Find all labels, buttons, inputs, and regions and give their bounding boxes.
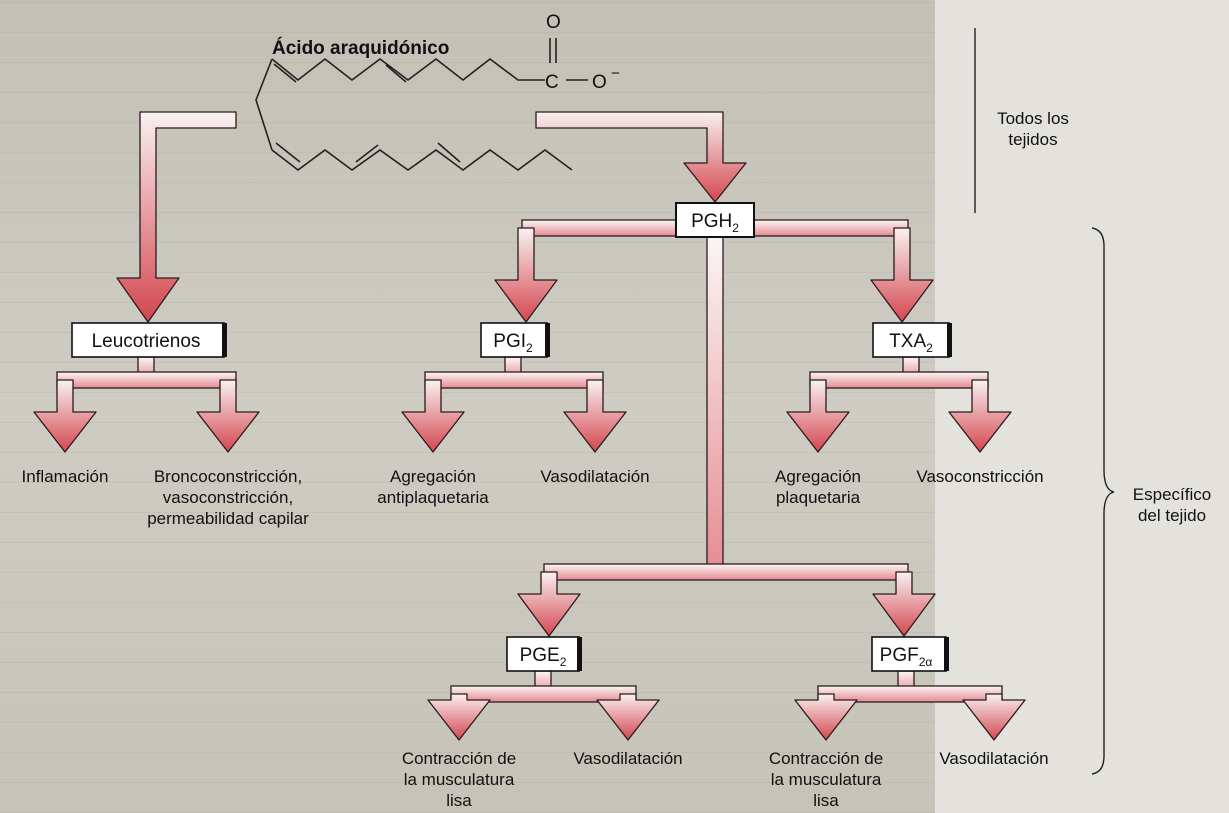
tissue-specific-label: Específico del tejido	[1133, 485, 1211, 525]
svg-text:PGF2α: PGF2α	[880, 645, 933, 669]
upper-double-bond	[273, 63, 297, 83]
pgi2-fork-right-arrow	[563, 379, 627, 453]
pgh2-subscript: 2	[732, 221, 739, 235]
effect-vasoconstriccion: Vasoconstricción	[916, 467, 1043, 486]
pgi2-label: PGI	[493, 331, 526, 352]
effect-vasodilatacion-pgi2: Vasodilatación	[540, 467, 649, 486]
caption-line: Agregación	[390, 467, 476, 486]
leucotrienos-fork-left-arrow	[33, 379, 97, 453]
pathway-connectors	[33, 111, 1026, 741]
pge2-subscript: 2	[560, 655, 567, 669]
leucotrienos-fork-right-arrow	[196, 379, 260, 453]
molecule-title: Ácido araquidónico	[272, 37, 449, 59]
caption-line: lisa	[813, 791, 839, 810]
txa2-subscript: 2	[926, 341, 933, 355]
acid-upper-chain	[271, 57, 545, 82]
caption-line: Vasodilatación	[573, 749, 682, 768]
pge2-fork-left-arrow	[427, 693, 491, 741]
lower-double-bond-2	[355, 144, 379, 163]
effect-inflamacion: Inflamación	[22, 467, 109, 486]
caption-line: Vasoconstricción	[916, 467, 1043, 486]
pgi2-fork-left-arrow	[401, 379, 465, 453]
effect-agregacion-plaquetaria: Agregación plaquetaria	[775, 467, 861, 507]
pgf2a-label: PGF	[880, 645, 919, 666]
pgh2-label: PGH	[691, 211, 732, 232]
acid-to-pgh2-arrow	[535, 111, 747, 203]
pgi2-fork-bar	[424, 371, 604, 389]
charge-sign: −	[611, 65, 620, 82]
caption-line: Vasodilatación	[540, 467, 649, 486]
caption-line: tejidos	[1008, 130, 1057, 149]
tissue-specific-brace	[1091, 227, 1115, 775]
caption-line: permeabilidad capilar	[147, 509, 309, 528]
leucotrienos-fork-bar	[56, 371, 237, 389]
pgh2-node: PGH2	[675, 202, 755, 238]
carbonyl-oxygen-label: O	[546, 12, 561, 33]
pgi2-node: PGI2	[480, 322, 550, 358]
svg-text:PGI2: PGI2	[493, 331, 533, 355]
caption-line: antiplaquetaria	[377, 488, 489, 507]
pgf2a-subscript: 2α	[919, 655, 933, 669]
pgf2a-fork-right-arrow	[962, 693, 1026, 741]
leucotrienos-node: Leucotrienos	[71, 322, 227, 358]
effect-broncoconstriccion: Broncoconstricción, vasoconstricción, perm…	[147, 467, 309, 528]
trunk-to-pge2-arrow	[517, 571, 581, 637]
carboxyl-carbon-label: C	[545, 72, 559, 93]
caption-line: Agregación	[775, 467, 861, 486]
txa2-fork-right-arrow	[948, 379, 1012, 453]
pgf2a-fork-left-arrow	[794, 693, 858, 741]
lower-double-bond-3	[437, 142, 461, 163]
pge2-fork-right-arrow	[596, 693, 660, 741]
caption-line: vasoconstricción,	[163, 488, 293, 507]
effect-vasodilatacion-pgf2a: Vasodilatación	[939, 749, 1048, 768]
caption-line: la musculatura	[771, 770, 882, 789]
txa2-node: TXA2	[872, 322, 952, 358]
txa2-label: TXA	[889, 331, 926, 352]
upper-double-bond-2	[385, 64, 407, 83]
caption-line: lisa	[446, 791, 472, 810]
effect-contraccion-pgf2a: Contracción de la musculatura lisa	[769, 749, 883, 810]
leucotrienos-label: Leucotrienos	[92, 331, 201, 352]
effect-contraccion-pge2: Contracción de la musculatura lisa	[402, 749, 516, 810]
lower-double-bond	[275, 142, 301, 163]
effect-agregacion-antiplaquetaria: Agregación antiplaquetaria	[377, 467, 489, 507]
caption-line: del tejido	[1138, 506, 1206, 525]
svg-text:PGE2: PGE2	[520, 645, 567, 669]
pgh2-trunk	[706, 235, 724, 573]
caption-line: Contracción de	[402, 749, 516, 768]
caption-line: plaquetaria	[776, 488, 861, 507]
lower-branch-bar	[543, 563, 909, 581]
pgi2-subscript: 2	[526, 341, 533, 355]
caption-line: Inflamación	[22, 467, 109, 486]
txa2-fork-bar	[809, 371, 989, 389]
caption-line: Todos los	[997, 109, 1069, 128]
caption-line: Específico	[1133, 485, 1211, 504]
acid-to-leucotrienos-arrow	[116, 111, 237, 323]
pge2-node: PGE2	[506, 636, 582, 672]
pgf2a-node: PGF2α	[871, 636, 949, 672]
pgh2-to-pgi2-arrow	[494, 227, 558, 323]
anion-oxygen-label: O	[592, 72, 607, 93]
trunk-to-pgf2a-arrow	[872, 571, 936, 637]
acid-lower-chain	[271, 149, 573, 172]
caption-line: Contracción de	[769, 749, 883, 768]
pge2-label: PGE	[520, 645, 560, 666]
acid-curve	[255, 58, 273, 151]
svg-text:PGH2: PGH2	[691, 211, 739, 235]
effect-vasodilatacion-pge2: Vasodilatación	[573, 749, 682, 768]
caption-line: la musculatura	[404, 770, 515, 789]
all-tissues-label: Todos los tejidos	[997, 109, 1069, 149]
caption-line: Vasodilatación	[939, 749, 1048, 768]
pgh2-to-txa2-arrow	[870, 227, 934, 323]
arachidonic-acid-structure	[255, 38, 588, 172]
svg-text:TXA2: TXA2	[889, 331, 933, 355]
caption-line: Broncoconstricción,	[154, 467, 302, 486]
txa2-fork-left-arrow	[786, 379, 850, 453]
